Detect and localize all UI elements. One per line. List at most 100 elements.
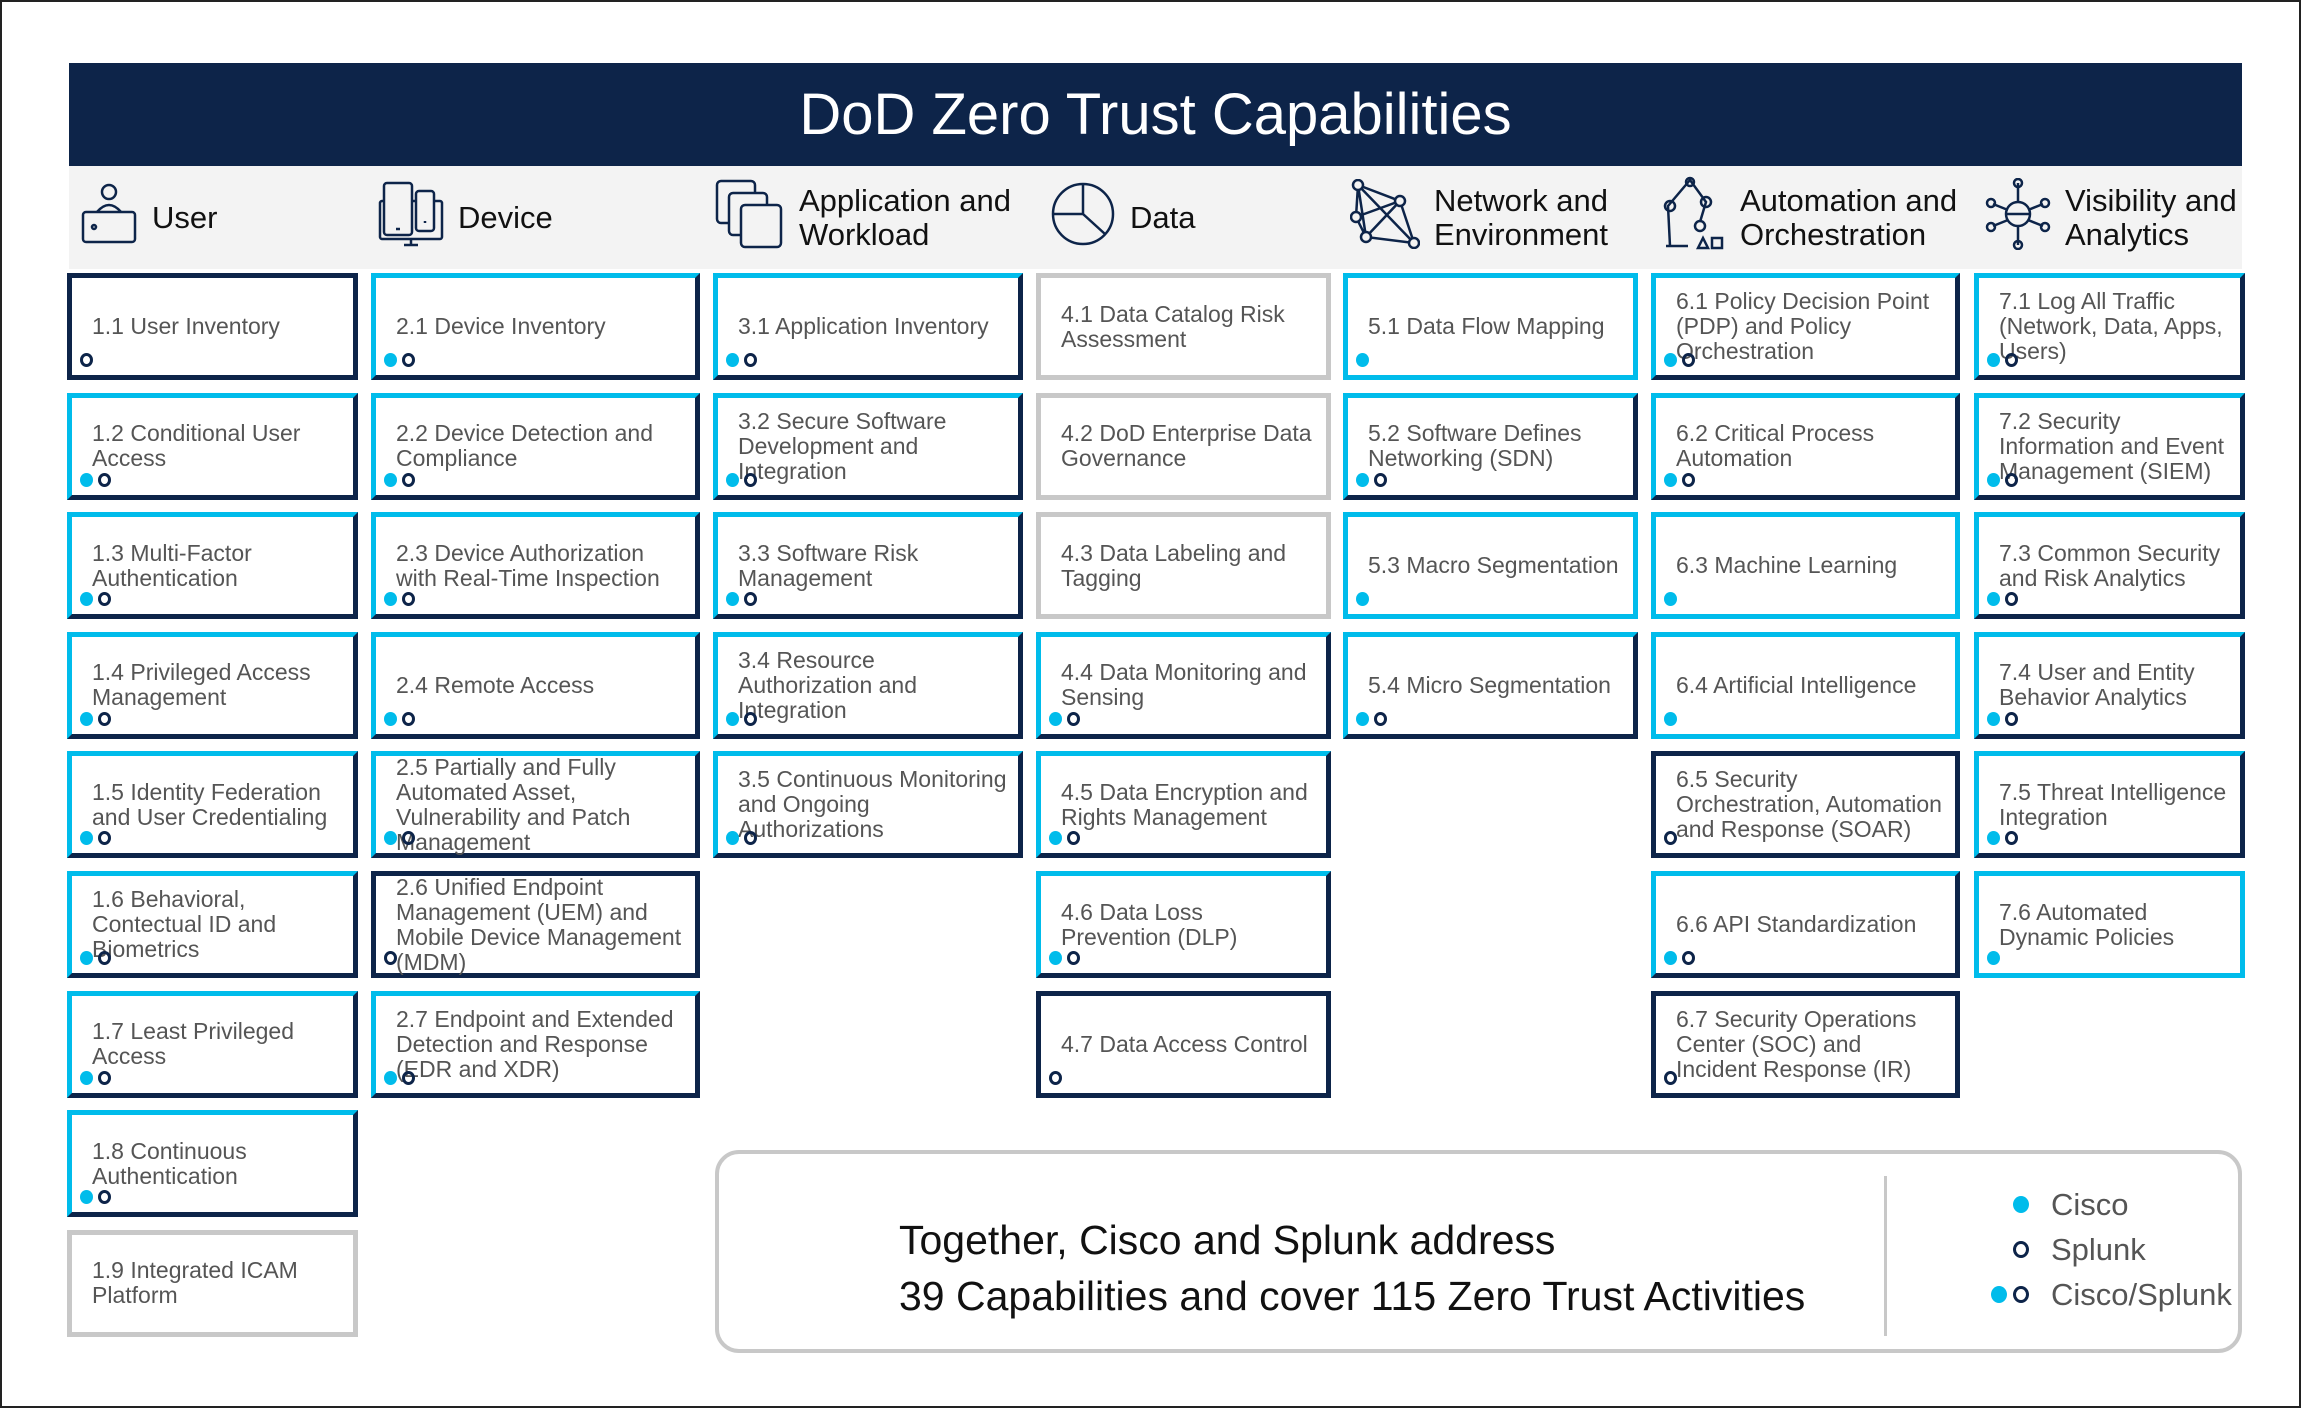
- category-title: Application and Workload: [799, 182, 1011, 252]
- capability-label: 7.4 User and Entity Behavior Analytics: [1999, 659, 2195, 711]
- capability-box: 7.2 Security Information and Event Manag…: [1974, 392, 2245, 500]
- capability-label: 2.2 Device Detection and Compliance: [396, 420, 653, 472]
- cisco-marker-icon: [1356, 592, 1369, 607]
- capability-label: 6.3 Machine Learning: [1676, 552, 1898, 579]
- capability-label: 6.6 API Standardization: [1676, 911, 1917, 937]
- legend-item-splunk: Splunk: [1959, 1227, 2232, 1272]
- splunk-marker-icon: [2005, 831, 2018, 846]
- devices-icon: [378, 181, 444, 254]
- cisco-marker-icon: [1664, 951, 1677, 965]
- legend-label: Cisco: [2051, 1186, 2129, 1222]
- capability-label: 6.4 Artificial Intelligence: [1676, 671, 1917, 698]
- legend-item-both: Cisco/Splunk: [1959, 1272, 2232, 1317]
- splunk-marker-icon: [744, 831, 757, 846]
- vendor-markers: [384, 353, 415, 367]
- capability-label: 4.1 Data Catalog Risk Assessment: [1061, 300, 1285, 352]
- capability-box: 6.3 Machine Learning: [1651, 512, 1960, 620]
- capability-label: 3.4 Resource Authorization and Integrati…: [738, 646, 918, 723]
- cisco-marker-icon: [384, 472, 397, 487]
- capability-label: 6.5 Security Orchestration, Automation a…: [1676, 766, 1942, 843]
- capability-box: 2.4 Remote Access: [371, 631, 700, 739]
- category-title: Visibility and Analytics: [2065, 182, 2237, 252]
- vendor-markers: [726, 472, 757, 487]
- cisco-marker-icon: [80, 711, 93, 726]
- cisco-marker-icon: [1987, 592, 2000, 607]
- splunk-marker-icon: [1664, 1070, 1677, 1085]
- capability-label: 4.4 Data Monitoring and Sensing: [1061, 659, 1307, 711]
- capability-box: 7.4 User and Entity Behavior Analytics: [1974, 631, 2245, 739]
- splunk-marker-icon: [402, 353, 415, 367]
- vendor-markers: [1664, 711, 1677, 726]
- pie-chart-icon: [1050, 181, 1116, 254]
- capability-label: 2.3 Device Authorization with Real-Time …: [396, 539, 660, 591]
- splunk-marker-icon: [98, 472, 111, 487]
- legend-item-cisco: Cisco: [1959, 1182, 2232, 1227]
- vendor-markers: [726, 353, 757, 367]
- capability-label: 1.1 User Inventory: [92, 313, 280, 339]
- page-title: DoD Zero Trust Capabilities: [69, 63, 2242, 166]
- vendor-markers: [1664, 353, 1695, 367]
- cisco-marker-icon: [80, 592, 93, 607]
- vendor-markers: [1356, 353, 1369, 367]
- cisco-marker-icon: [1991, 1286, 2007, 1303]
- capability-box: 6.6 API Standardization: [1651, 871, 1960, 978]
- vendor-markers: [726, 592, 757, 607]
- cisco-marker-icon: [1987, 711, 2000, 726]
- capability-box: 4.6 Data Loss Prevention (DLP): [1036, 871, 1331, 978]
- capability-box: 7.1 Log All Traffic (Network, Data, Apps…: [1974, 273, 2245, 380]
- cisco-marker-icon: [384, 831, 397, 846]
- legend-divider: [1884, 1176, 1887, 1336]
- capability-label: 1.6 Behavioral, Contectual ID and Biomet…: [92, 886, 277, 962]
- cisco-marker-icon: [1664, 353, 1677, 367]
- splunk-marker-icon: [1067, 951, 1080, 965]
- splunk-marker-icon: [1049, 1070, 1062, 1085]
- capability-label: 3.3 Software Risk Management: [738, 539, 919, 591]
- splunk-marker-icon: [1682, 353, 1695, 367]
- splunk-marker-icon: [1374, 472, 1387, 487]
- legend-marker: [1959, 1241, 2029, 1258]
- splunk-marker-icon: [98, 1070, 111, 1085]
- capability-label: 5.4 Micro Segmentation: [1368, 671, 1611, 698]
- capability-label: 1.9 Integrated ICAM Platform: [92, 1257, 298, 1309]
- cisco-marker-icon: [1664, 592, 1677, 607]
- capability-label: 3.2 Secure Software Development and Inte…: [738, 407, 947, 484]
- vendor-markers: [1664, 951, 1695, 965]
- splunk-marker-icon: [2005, 472, 2018, 487]
- capability-box: 4.3 Data Labeling and Tagging: [1036, 512, 1331, 620]
- vendor-markers: [1664, 1070, 1677, 1085]
- vendor-markers: [80, 1070, 111, 1085]
- legend-label: Splunk: [2051, 1231, 2146, 1267]
- splunk-marker-icon: [2005, 592, 2018, 607]
- legend-label: Cisco/Splunk: [2051, 1276, 2232, 1312]
- capability-box: 1.1 User Inventory: [67, 273, 358, 380]
- capability-box: 1.7 Least Privileged Access: [67, 990, 358, 1098]
- splunk-marker-icon: [80, 353, 93, 367]
- capability-label: 1.7 Least Privileged Access: [92, 1018, 295, 1070]
- capability-box: 1.8 Continuous Authentication: [67, 1110, 358, 1218]
- cisco-marker-icon: [80, 831, 93, 846]
- cisco-marker-icon: [80, 472, 93, 487]
- cisco-marker-icon: [80, 951, 93, 965]
- splunk-marker-icon: [98, 1190, 111, 1205]
- capability-box: 3.5 Continuous Monitoring and Ongoing Au…: [713, 751, 1023, 859]
- capability-box: 4.1 Data Catalog Risk Assessment: [1036, 273, 1331, 380]
- splunk-marker-icon: [744, 592, 757, 607]
- summary-text: Together, Cisco and Splunk address 39 Ca…: [899, 1212, 1805, 1324]
- vendor-markers: [1664, 472, 1695, 487]
- cisco-marker-icon: [80, 1070, 93, 1085]
- capability-box: 2.7 Endpoint and Extended Detection and …: [371, 990, 700, 1098]
- cisco-marker-icon: [384, 592, 397, 607]
- splunk-marker-icon: [98, 592, 111, 607]
- capability-box: 7.3 Common Security and Risk Analytics: [1974, 512, 2245, 620]
- cisco-marker-icon: [384, 353, 397, 367]
- vendor-markers: [1356, 472, 1387, 487]
- cisco-marker-icon: [726, 711, 739, 726]
- category-1: User: [80, 166, 217, 269]
- legend-panel: Together, Cisco and Splunk address 39 Ca…: [715, 1150, 2242, 1353]
- capability-label: 5.3 Macro Segmentation: [1368, 552, 1619, 579]
- vendor-markers: [1987, 592, 2018, 607]
- capability-box: 1.4 Privileged Access Management: [67, 631, 358, 739]
- capability-label: 1.8 Continuous Authentication: [92, 1137, 247, 1189]
- cisco-marker-icon: [1987, 951, 2000, 965]
